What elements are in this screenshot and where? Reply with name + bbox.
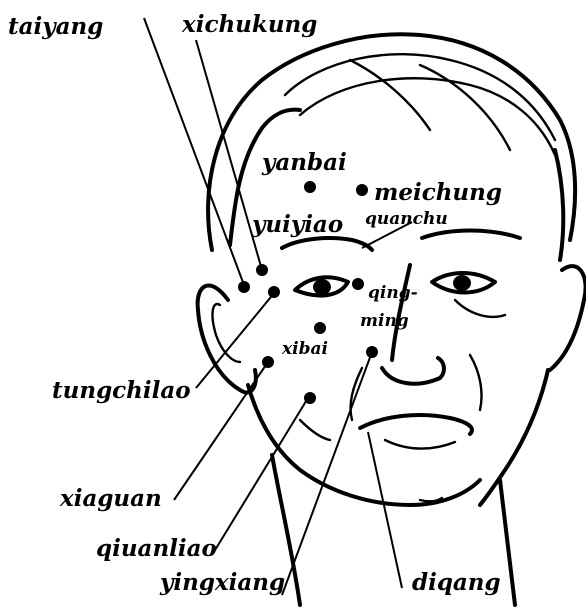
leader-yingxiang — [282, 352, 372, 595]
lower-lip — [385, 440, 455, 449]
temple-hair-right — [555, 150, 563, 260]
point-taiyang — [238, 281, 250, 293]
point-yingxiang — [366, 346, 378, 358]
point-xichukung — [256, 264, 268, 276]
point-tungchilao — [268, 286, 280, 298]
hair-strand — [300, 78, 555, 155]
right-brow — [422, 231, 520, 239]
label-xiaguan: xiaguan — [59, 485, 162, 512]
point-qingming — [352, 278, 364, 290]
left-brow — [282, 238, 372, 250]
label-yingxiang: yingxiang — [159, 569, 285, 596]
point-xiaguan — [262, 356, 274, 368]
label-diqang: diqang — [412, 569, 501, 596]
label-quanchu: quanchu — [365, 209, 448, 229]
label-qiuanliao: qiuanliao — [96, 535, 217, 562]
leader-lines — [144, 18, 412, 595]
right-pupil — [453, 275, 471, 291]
label-yanbai: yanbai — [261, 149, 347, 176]
point-meichung — [356, 184, 368, 196]
label-xibai: xibai — [281, 339, 328, 359]
label-taiyang: taiyang — [8, 13, 103, 40]
left-ear-inner — [213, 304, 240, 362]
label-tungchilao: tungchilao — [52, 377, 191, 404]
point-qiuanliao — [304, 392, 316, 404]
point-xibai — [314, 322, 326, 334]
jaw-right — [480, 370, 548, 505]
hair-strand — [350, 60, 430, 130]
cheek-shading — [300, 420, 330, 440]
leader-diqang — [368, 432, 402, 588]
left-pupil — [313, 279, 331, 295]
leader-tungchilao — [196, 292, 275, 388]
neck-right — [500, 480, 515, 605]
mouth — [360, 415, 472, 434]
label-meichung: meichung — [374, 179, 502, 206]
cheek-shading — [455, 300, 505, 317]
label-yuiyiao: yuiyiao — [251, 211, 343, 238]
label-qing: qing- — [368, 283, 418, 303]
label-ming: ming — [360, 311, 409, 331]
right-ear — [550, 266, 586, 370]
point-labels: taiyang xichukung yanbai meichung yuiyia… — [8, 11, 502, 596]
chin-line — [420, 498, 442, 501]
cheek-fold-right — [470, 355, 482, 410]
label-xichukung: xichukung — [181, 11, 317, 38]
point-yanbai — [304, 181, 316, 193]
